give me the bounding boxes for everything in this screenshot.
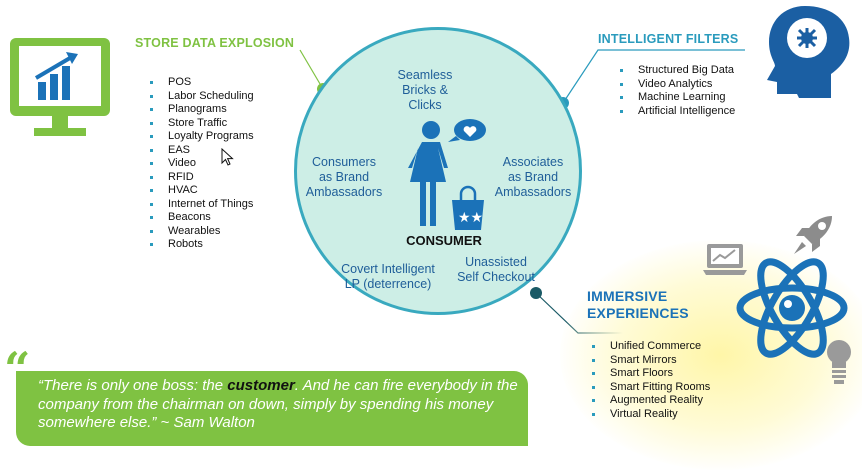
- rocket-icon: [794, 216, 832, 254]
- quote-text: “There is only one boss: the customer. A…: [38, 377, 528, 433]
- woman-consumer-icon: ★★: [408, 119, 486, 230]
- bottom-left-line2: LP (deterrence): [344, 277, 432, 291]
- immersive-title-line1: IMMERSIVE: [587, 288, 668, 304]
- store-data-title: STORE DATA EXPLOSION: [135, 36, 295, 50]
- top-label-line2: Bricks & Clicks: [402, 83, 448, 112]
- monitor-chart-icon: [10, 38, 110, 136]
- store-data-item: Internet of Things: [148, 198, 254, 212]
- left-label: Consumers as Brand Ambassadors: [302, 155, 386, 200]
- bottom-right-line2: Self Checkout: [457, 270, 535, 284]
- immersive-dot: [530, 287, 542, 299]
- filters-item: Video Analytics: [618, 78, 735, 92]
- quote-box: [16, 371, 528, 446]
- quote-emphasis: customer: [227, 377, 295, 394]
- bottom-left-line1: Covert Intelligent: [341, 262, 435, 276]
- shopping-bag-stars-icon: ★★: [452, 185, 484, 230]
- immersive-title-line2: EXPERIENCES: [587, 305, 689, 321]
- right-label-line1: Associates: [502, 155, 564, 169]
- immersive-item: Smart Floors: [590, 367, 710, 381]
- store-data-item: POS: [148, 76, 254, 90]
- quote-after: . And he can fire everybody in the compa…: [38, 377, 518, 431]
- right-label-line3: Ambassadors: [494, 185, 572, 199]
- top-label: Seamless Bricks & Clicks: [386, 68, 464, 113]
- store-data-item: Robots: [148, 238, 254, 252]
- immersive-item: Smart Fitting Rooms: [590, 381, 710, 395]
- right-label-line2: as Brand: [507, 170, 559, 184]
- bottom-left-label: Covert Intelligent LP (deterrence): [332, 262, 444, 292]
- bottom-right-line1: Unassisted: [465, 255, 527, 269]
- left-label-line3: Ambassadors: [305, 185, 383, 199]
- heart-speech-icon: [448, 119, 486, 142]
- filters-connector: [562, 49, 745, 104]
- store-data-item: Beacons: [148, 211, 254, 225]
- lightbulb-icon: [827, 340, 851, 384]
- store-data-item: Loyalty Programs: [148, 130, 254, 144]
- top-label-line1: Seamless: [397, 68, 453, 82]
- store-data-item: Store Traffic: [148, 117, 254, 131]
- filters-item: Structured Big Data: [618, 64, 735, 78]
- consumer-title: CONSUMER: [406, 233, 482, 248]
- immersive-item: Smart Mirrors: [590, 354, 710, 368]
- atom-icon: [736, 258, 848, 358]
- immersive-item: Unified Commerce: [590, 340, 710, 354]
- filters-title: INTELLIGENT FILTERS: [598, 32, 739, 46]
- immersive-title: IMMERSIVE EXPERIENCES: [587, 288, 689, 322]
- immersive-item: Augmented Reality: [590, 394, 710, 408]
- bottom-right-label: Unassisted Self Checkout: [452, 255, 540, 285]
- brain-circuit-icon: [767, 6, 850, 98]
- right-label: Associates as Brand Ambassadors: [490, 155, 576, 200]
- filters-item: Machine Learning: [618, 91, 735, 105]
- store-data-item: HVAC: [148, 184, 254, 198]
- left-label-line1: Consumers: [312, 155, 376, 169]
- svg-text:★★: ★★: [458, 210, 483, 226]
- left-label-line2: as Brand: [318, 170, 370, 184]
- store-data-connector: [299, 49, 324, 90]
- quote-before: “There is only one boss: the: [38, 377, 228, 394]
- store-data-item: RFID: [148, 171, 254, 185]
- store-data-item: Labor Scheduling: [148, 90, 254, 104]
- immersive-item: Virtual Reality: [590, 408, 710, 422]
- store-data-item: Wearables: [148, 225, 254, 239]
- store-data-item: EAS: [148, 144, 254, 158]
- filters-item: Artificial Intelligence: [618, 105, 735, 119]
- store-data-item: Planograms: [148, 103, 254, 117]
- laptop-chart-icon: [703, 244, 747, 275]
- mouse-cursor-icon: [221, 148, 234, 166]
- store-data-item: Video: [148, 157, 254, 171]
